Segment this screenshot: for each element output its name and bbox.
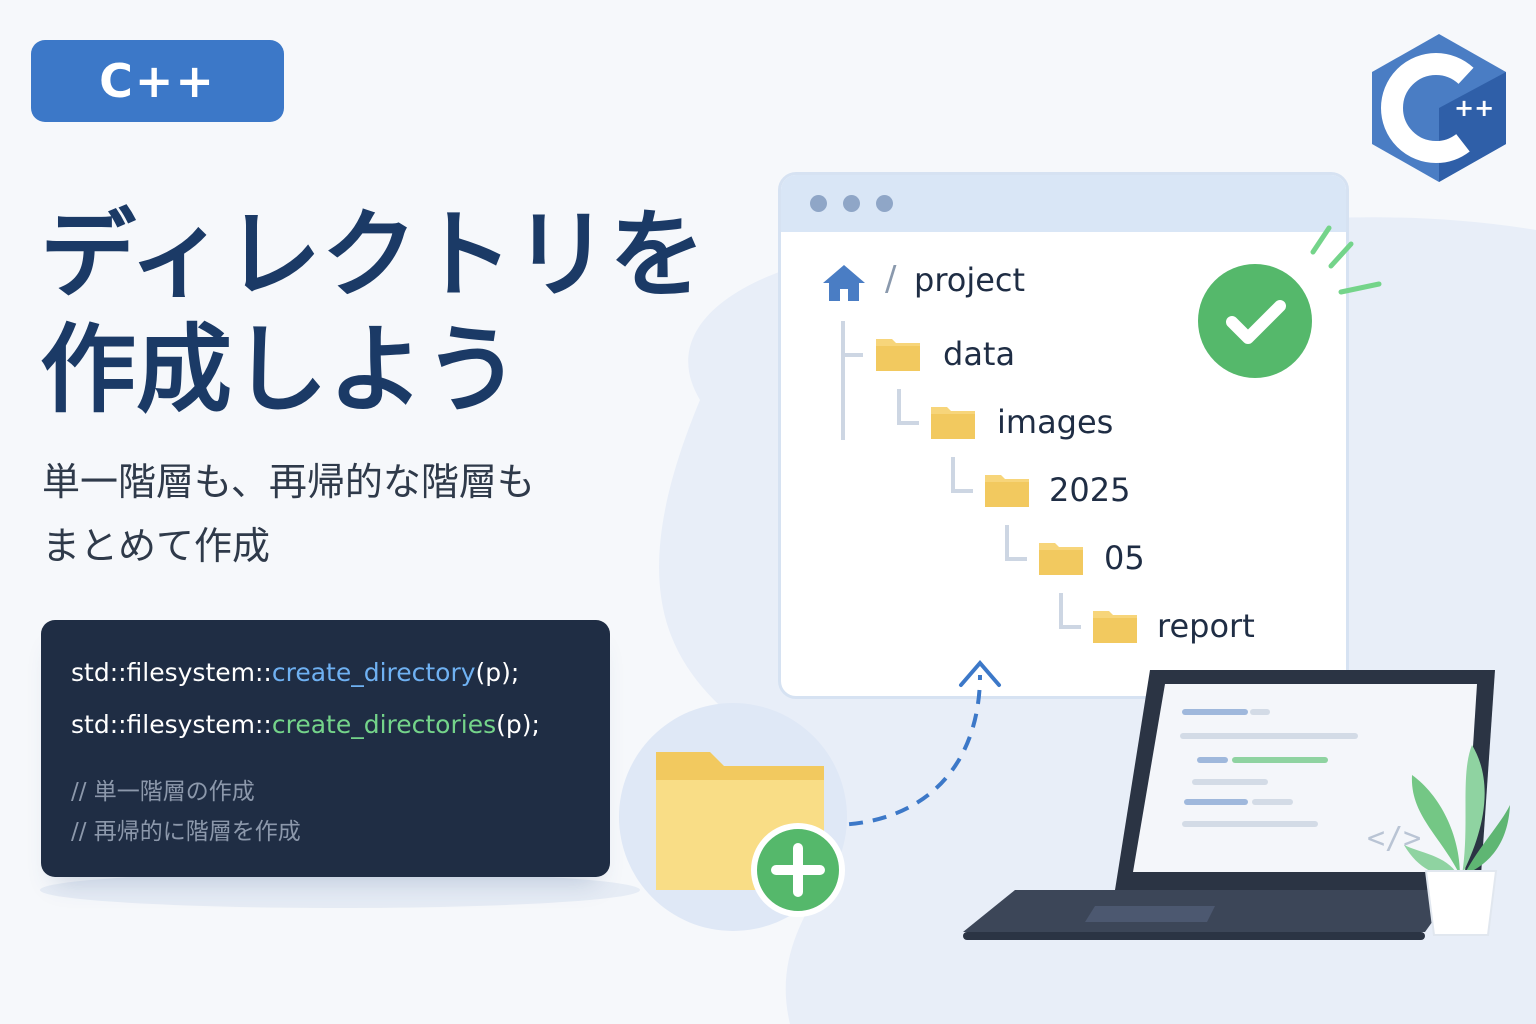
tree-item-label[interactable]: 05 [1104, 539, 1145, 577]
code-args: (p); [475, 658, 520, 687]
folder-icon[interactable] [929, 401, 977, 441]
folder-icon[interactable] [874, 333, 922, 373]
code-line-create-directories: std::filesystem::create_directories(p); [71, 710, 540, 739]
tree-item-label[interactable]: images [997, 403, 1114, 441]
window-dot[interactable] [843, 195, 860, 212]
path-separator: / [885, 259, 897, 299]
tree-item-label[interactable]: 2025 [1049, 471, 1131, 509]
tree-item-label[interactable]: report [1157, 607, 1255, 645]
title-line-2: 作成しよう [40, 314, 520, 426]
check-icon [1198, 264, 1312, 378]
code-function: create_directory [271, 658, 476, 687]
window-dot[interactable] [876, 195, 893, 212]
code-namespace: std::filesystem:: [71, 658, 272, 687]
sparkle-lines [1310, 225, 1382, 295]
window-dot[interactable] [810, 195, 827, 212]
subtitle-line-1: 単一階層も、再帰的な階層も [42, 460, 535, 504]
plant-icon [1404, 745, 1510, 936]
cpp-logo-text: ++ [1454, 94, 1494, 122]
subtitle: 単一階層も、再帰的な階層も まとめて作成 [42, 450, 642, 578]
laptop-icon: </> [963, 670, 1495, 940]
home-icon[interactable] [821, 263, 867, 303]
folder-icon[interactable] [1091, 605, 1139, 645]
cpp-badge: C++ [31, 40, 284, 122]
title-line-1: ディレクトリを [40, 199, 706, 311]
tree-root-label[interactable]: project [914, 261, 1026, 299]
add-folder-icon [619, 703, 847, 931]
folder-icon[interactable] [1037, 537, 1085, 577]
code-comment-1: // 単一階層の作成 [71, 779, 255, 805]
page-title: ディレクトリを 作成しよう [40, 198, 720, 428]
subtitle-line-2: まとめて作成 [42, 524, 271, 568]
window-titlebar [781, 175, 1346, 232]
tree-connectors [841, 321, 1081, 629]
code-comment-2: // 再帰的に階層を作成 [71, 819, 301, 845]
cpp-logo: ++ [1372, 34, 1506, 182]
code-line-create-directory: std::filesystem::create_directory(p); [71, 658, 519, 687]
file-explorer-window: / project data images 2025 05 report [778, 172, 1349, 699]
code-snippet: std::filesystem::create_directory(p); st… [41, 620, 610, 877]
cpp-badge-label: C++ [99, 54, 216, 108]
code-function: create_directories [271, 710, 497, 739]
code-args: (p); [496, 710, 540, 739]
dashed-arrow [824, 659, 1001, 828]
tree-item-label[interactable]: data [943, 335, 1016, 373]
folder-icon[interactable] [983, 469, 1031, 509]
code-namespace: std::filesystem:: [71, 710, 272, 739]
